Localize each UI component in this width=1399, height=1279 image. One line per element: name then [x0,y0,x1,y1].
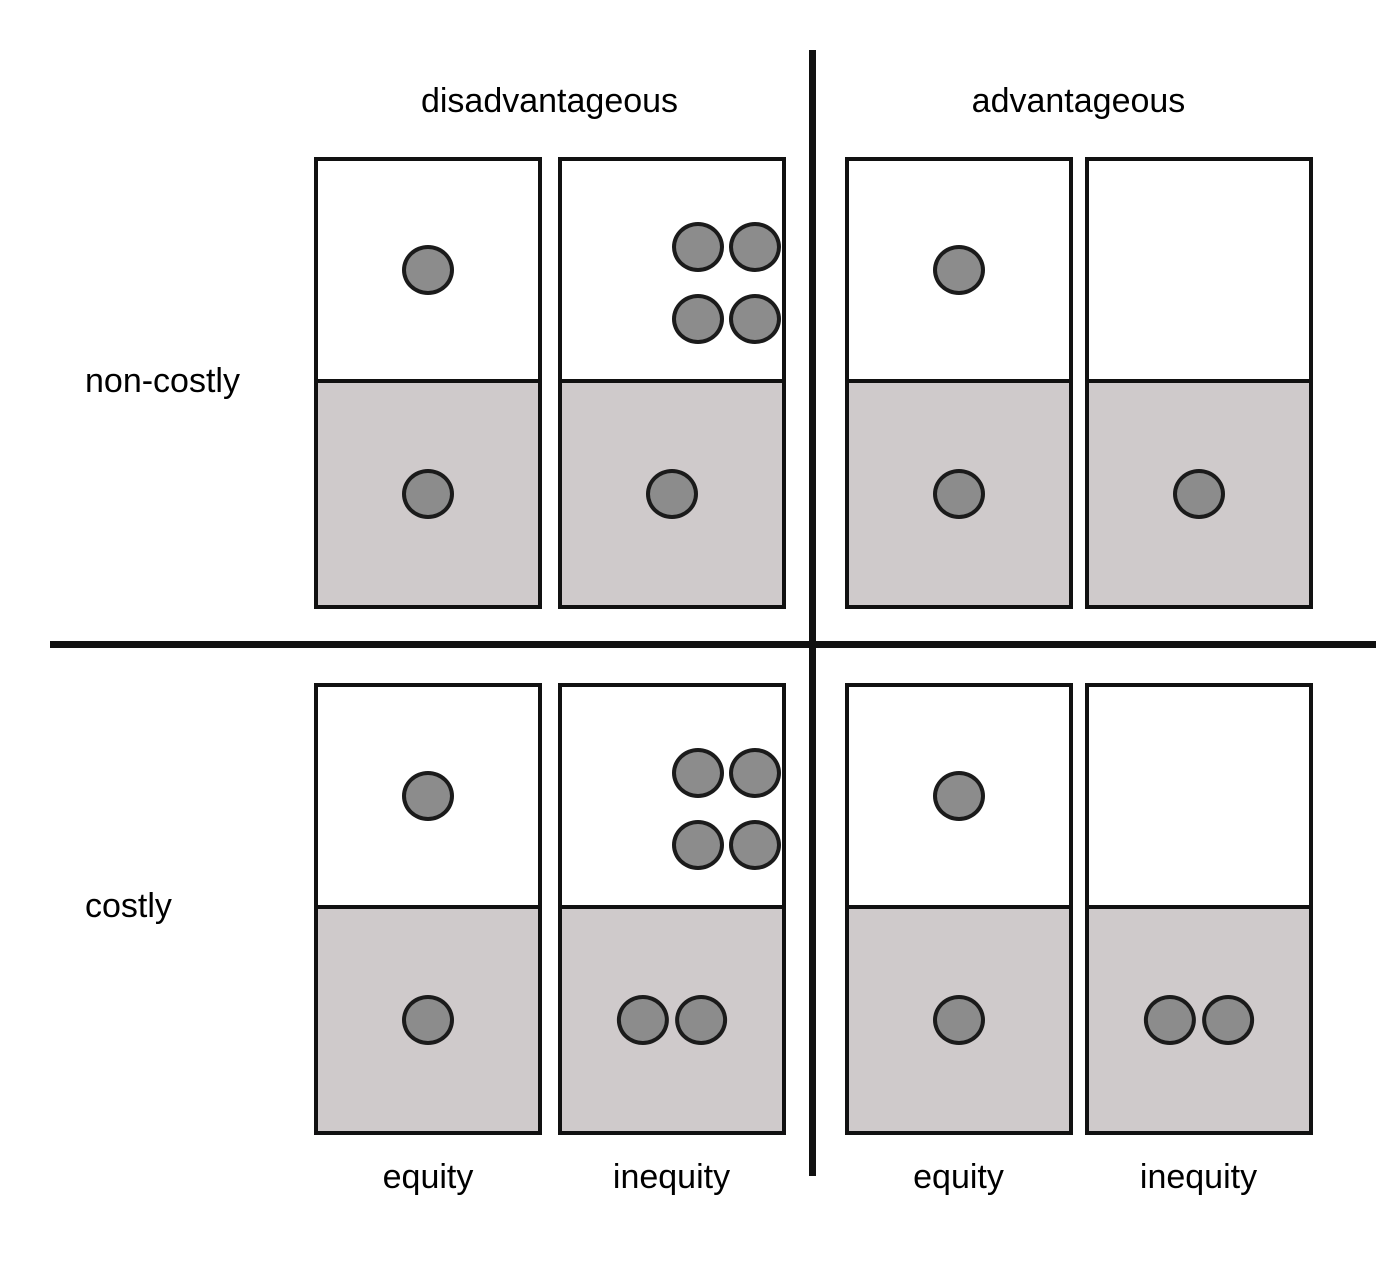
stimulus-box-noncostly-advantageous-equity[interactable] [845,157,1073,609]
partner-panel [318,161,538,383]
reward-token [402,245,454,295]
reward-token [402,469,454,519]
reward-token [646,469,698,519]
column-group-label-disadvantageous: disadvantageous [420,82,679,120]
reward-token [1173,469,1225,519]
subject-panel [1089,909,1309,1131]
reward-token [402,771,454,821]
condition-label-adv-equity: equity [913,1158,1004,1196]
reward-token [729,222,782,273]
reward-token [729,293,782,344]
partner-panel [318,687,538,909]
row-group-label-non-costly: non-costly [85,362,240,400]
subject-panel [318,383,538,605]
stimulus-box-costly-advantageous-equity[interactable] [845,683,1073,1135]
stimulus-box-costly-advantageous-inequity[interactable] [1085,683,1313,1135]
condition-label-adv-inequity: inequity [1139,1158,1258,1196]
condition-label-disadv-equity: equity [382,1158,474,1196]
reward-token [672,293,724,344]
column-group-label-advantageous: advantageous [971,82,1186,120]
horizontal-divider-line [50,641,1376,648]
reward-token [933,469,985,519]
subject-panel [849,909,1069,1131]
reward-token [1143,995,1196,1045]
reward-token [402,995,454,1045]
subject-panel [562,909,782,1131]
reward-token [729,819,782,870]
reward-token [933,995,985,1045]
vertical-divider-line [809,50,816,1176]
reward-token [672,819,724,870]
subject-panel [1089,383,1309,605]
partner-panel [562,687,782,909]
partner-panel [1089,687,1309,909]
reward-token [933,245,985,295]
reward-token [616,995,669,1045]
subject-panel [318,909,538,1131]
partner-panel [562,161,782,383]
reward-token [729,748,782,799]
partner-panel [1089,161,1309,383]
row-group-label-costly: costly [85,887,172,925]
reward-token [675,995,728,1045]
reward-token [672,748,724,799]
stimulus-box-noncostly-advantageous-inequity[interactable] [1085,157,1313,609]
partner-panel [849,161,1069,383]
stimulus-box-noncostly-disadvantageous-inequity[interactable] [558,157,786,609]
subject-panel [562,383,782,605]
reward-token [1202,995,1255,1045]
reward-token [672,222,724,273]
condition-label-disadv-inequity: inequity [612,1158,731,1196]
subject-panel [849,383,1069,605]
stimulus-box-noncostly-disadvantageous-equity[interactable] [314,157,542,609]
reward-token [933,771,985,821]
stimulus-box-costly-disadvantageous-equity[interactable] [314,683,542,1135]
stimulus-box-costly-disadvantageous-inequity[interactable] [558,683,786,1135]
partner-panel [849,687,1069,909]
